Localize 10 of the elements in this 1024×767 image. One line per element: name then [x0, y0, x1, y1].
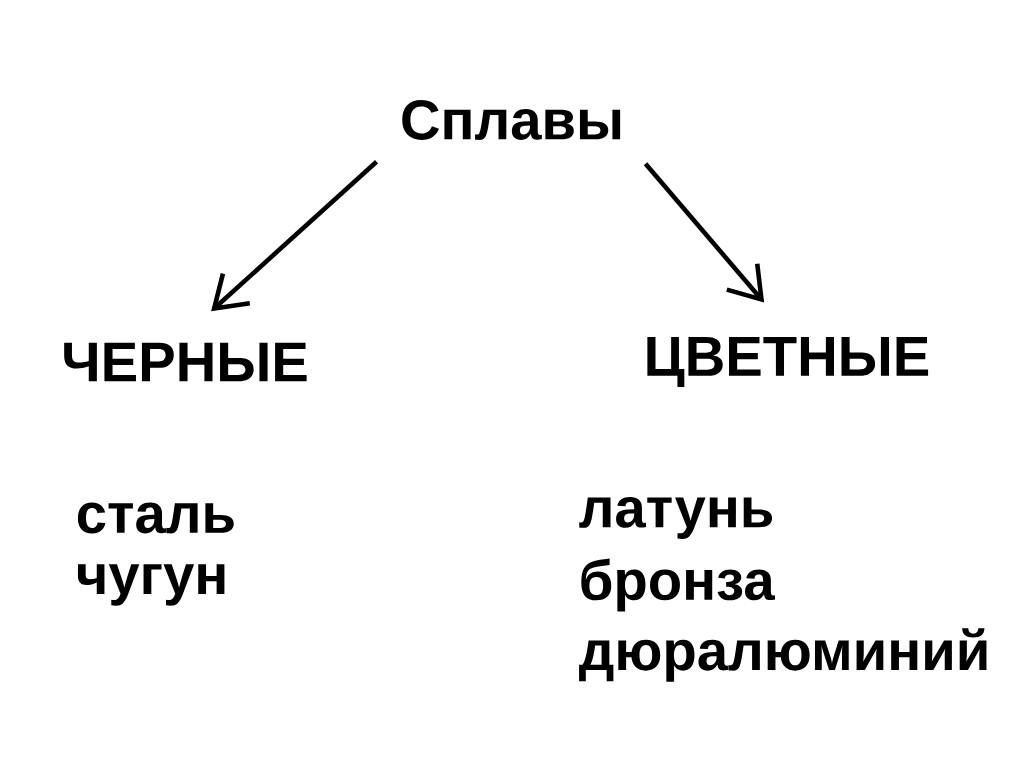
node-label: Сплавы — [402, 100, 621, 140]
alloy-name: дюралюминий — [579, 628, 987, 682]
node-label: ЧЕРНЫЕ — [64, 342, 307, 382]
node-label: ЦВЕТНЫЕ — [647, 337, 929, 387]
alloy-name: латунь — [579, 497, 773, 539]
arrow — [211, 160, 379, 312]
alloy-name: чугун — [77, 564, 225, 606]
alloy-name: сталь — [77, 502, 234, 534]
alloy-name: бронза — [581, 558, 775, 612]
arrow — [643, 162, 765, 303]
